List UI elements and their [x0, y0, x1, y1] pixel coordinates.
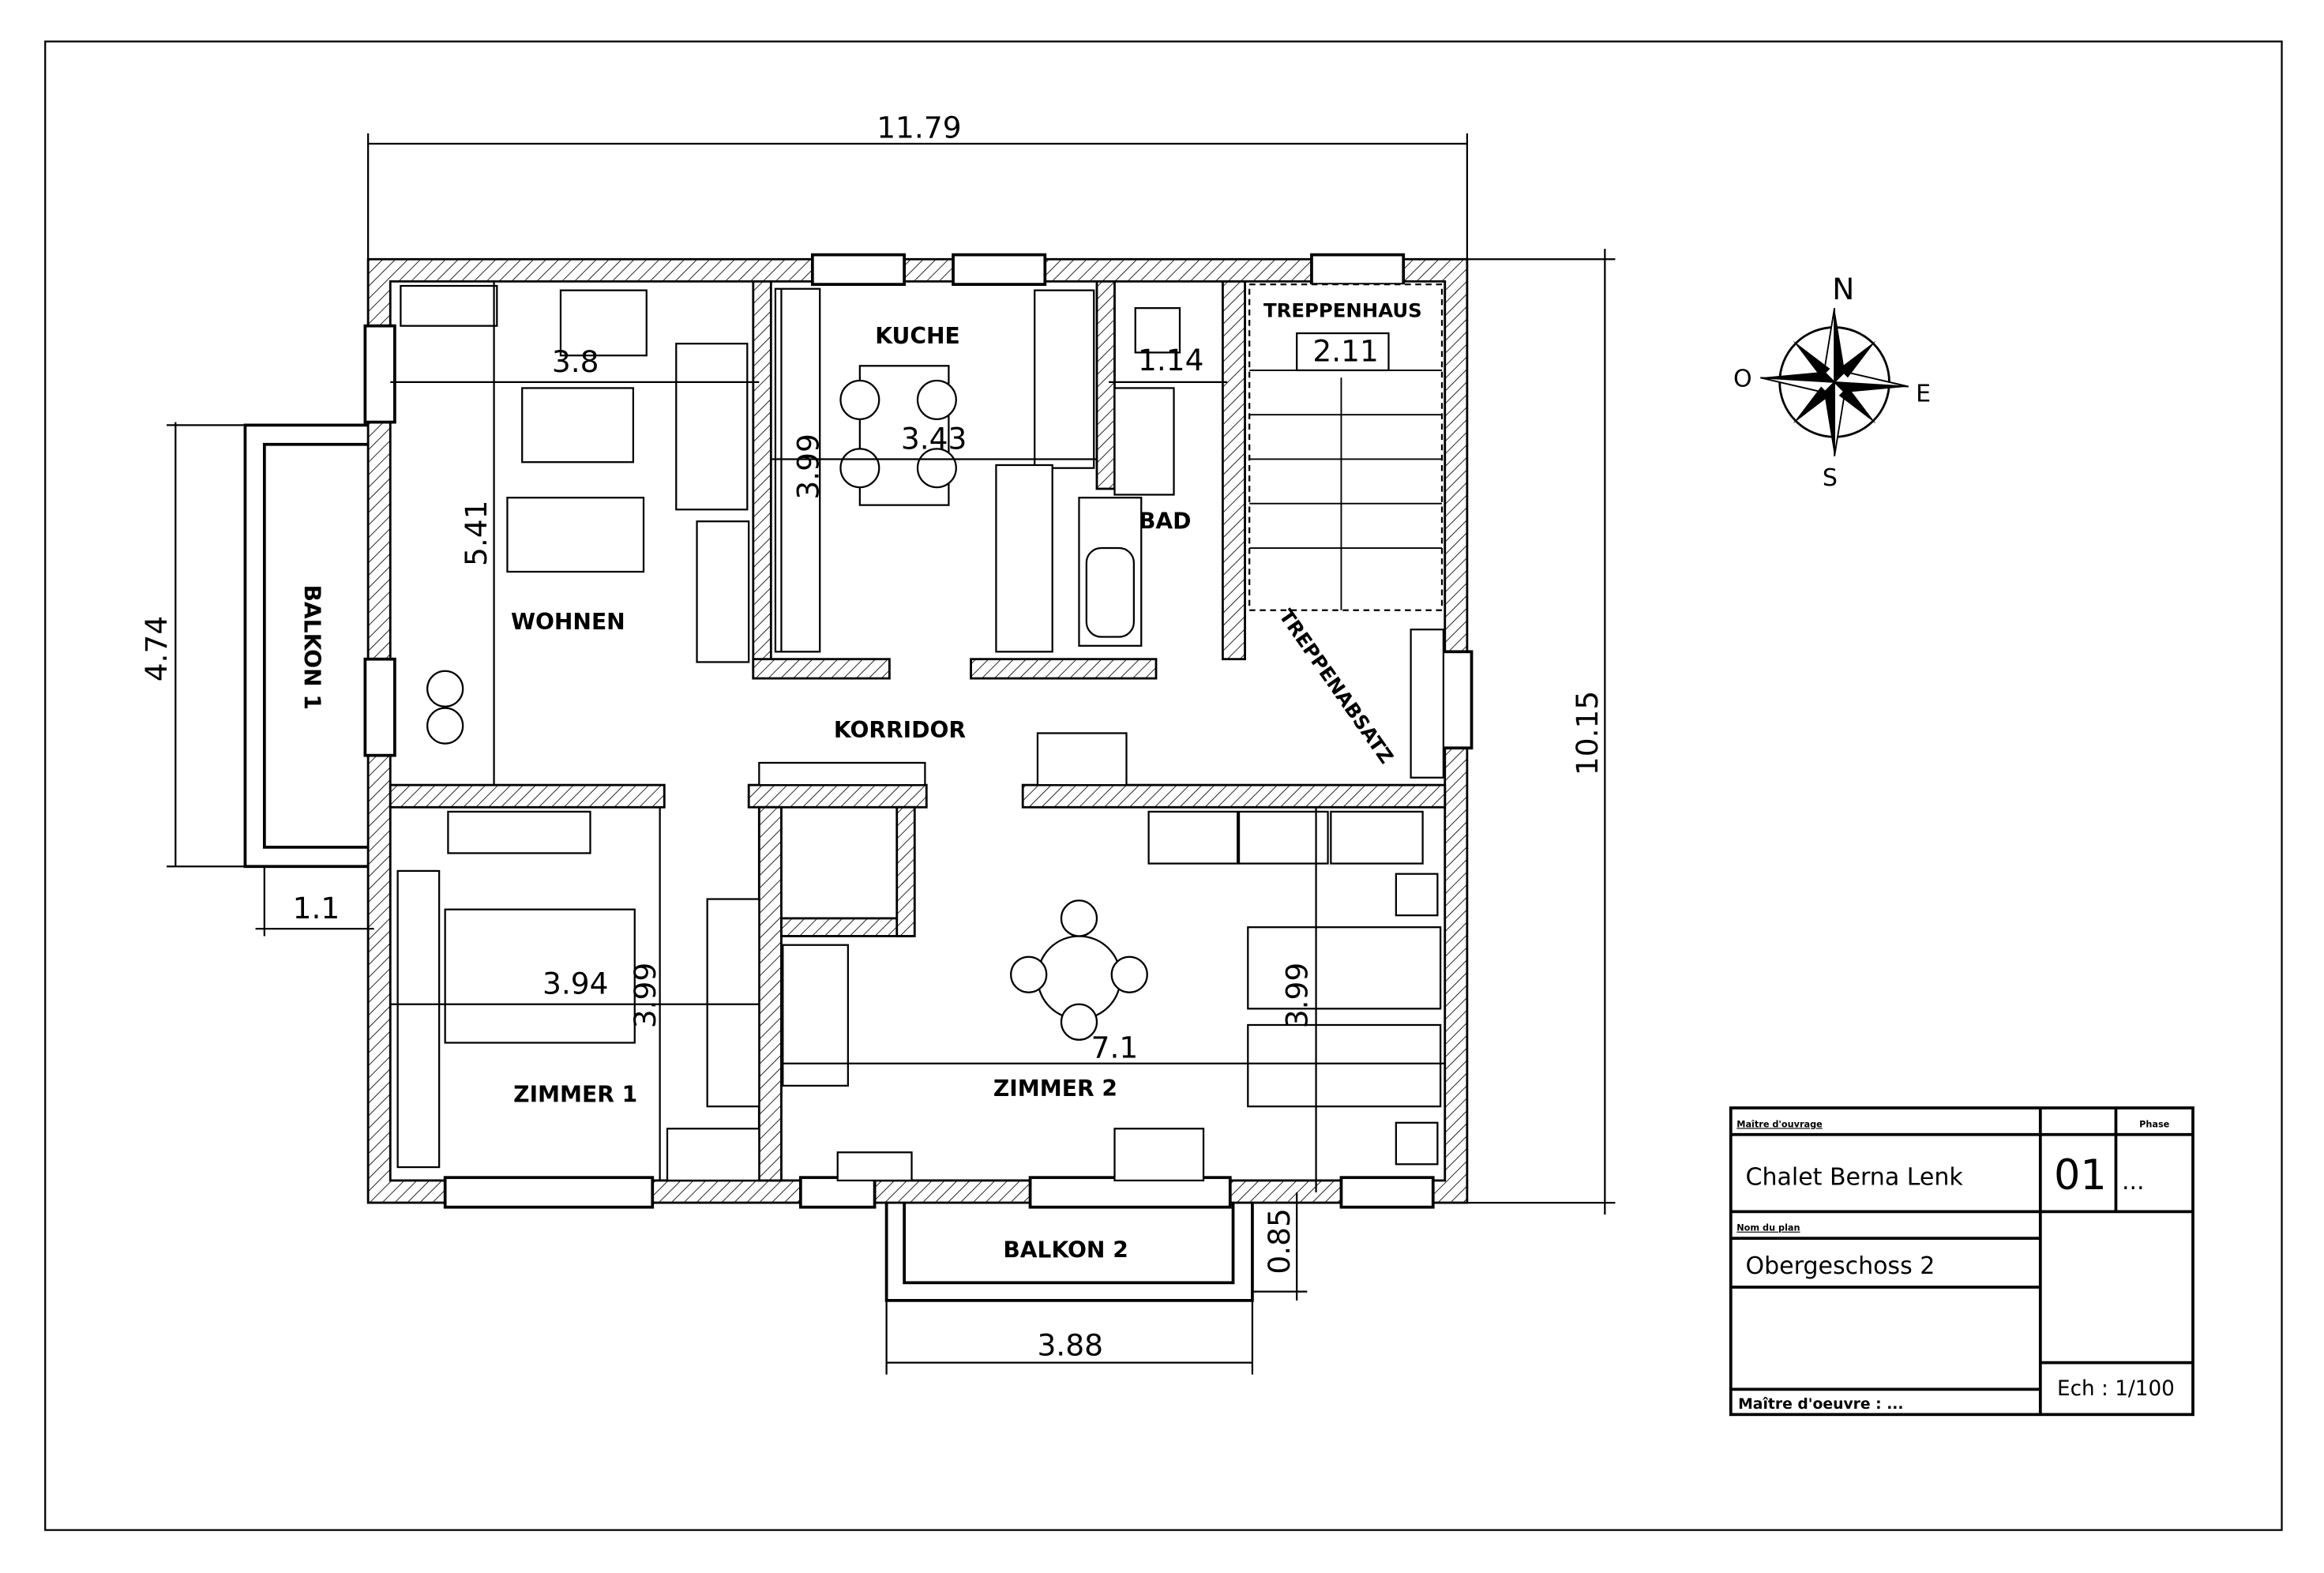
- room-label-korridor: KORRIDOR: [834, 717, 966, 743]
- drawing-frame: [44, 40, 2283, 1531]
- furniture: [396, 283, 1445, 1182]
- balkon-2: [884, 1203, 1254, 1302]
- phase-value: ...: [2122, 1168, 2145, 1196]
- room-label-wohnen: WOHNEN: [511, 609, 625, 635]
- dim-zimmer1-depth: 3.99: [628, 963, 663, 1029]
- dim-wohnen-width: 3.8: [552, 344, 599, 379]
- dim-zimmer1-width: 3.94: [543, 967, 609, 1001]
- dim-bad-width: 1.14: [1138, 343, 1204, 377]
- project-name: Chalet Berna Lenk: [1746, 1164, 1964, 1192]
- balkon-1: [243, 423, 369, 869]
- dimension-labels: 11.79 10.15 4.74 1.1 3.88 0.85 3.8 5.41 …: [139, 110, 1605, 1362]
- dim-kuche-width: 3.43: [901, 421, 967, 456]
- compass-south: S: [1823, 464, 1838, 492]
- dim-treppenhaus-width: 2.11: [1312, 334, 1379, 369]
- title-block: Maître d'ouvrage Chalet Berna Lenk Nom d…: [1729, 1106, 2194, 1417]
- architect: Maître d'oeuvre : ...: [1738, 1396, 1903, 1413]
- scale: Ech : 1/100: [2057, 1377, 2175, 1401]
- room-label-zimmer2: ZIMMER 2: [993, 1076, 1117, 1102]
- room-label-treppenhaus: TREPPENHAUS: [1263, 298, 1422, 321]
- dim-balkon2-length: 3.88: [1037, 1327, 1103, 1362]
- walls: [366, 257, 1469, 1204]
- dim-balkon1-length: 4.74: [139, 616, 174, 682]
- plan-name: Obergeschoss 2: [1746, 1252, 1935, 1280]
- plan-name-label: Nom du plan: [1736, 1223, 1800, 1233]
- dim-kuche-depth: 3.99: [790, 434, 825, 499]
- dim-overall-width: 11.79: [877, 110, 961, 145]
- dim-zimmer2-width: 7.1: [1091, 1030, 1139, 1064]
- room-label-kuche: KUCHE: [875, 323, 960, 349]
- owner-label: Maître d'ouvrage: [1736, 1119, 1823, 1129]
- compass-north: N: [1832, 272, 1854, 306]
- compass-rose-icon: N S E O: [1733, 272, 1931, 492]
- phase-label: Phase: [2139, 1119, 2170, 1129]
- room-label-bad: BAD: [1139, 509, 1192, 535]
- room-label-zimmer1: ZIMMER 1: [513, 1082, 637, 1108]
- dim-balkon1-depth: 1.1: [293, 891, 340, 925]
- sheet-number: 01: [2054, 1151, 2107, 1199]
- room-label-balkon1: BALKON 1: [298, 584, 325, 709]
- dim-balkon2-depth: 0.85: [1262, 1208, 1297, 1275]
- room-label-treppenabsatz: TREPPENABSATZ: [1275, 605, 1398, 768]
- compass-west: O: [1733, 366, 1752, 393]
- compass-east: E: [1916, 380, 1931, 407]
- dim-zimmer2-depth: 3.99: [1279, 963, 1314, 1029]
- room-label-balkon2: BALKON 2: [1003, 1237, 1128, 1263]
- dim-wohnen-depth: 5.41: [459, 501, 494, 566]
- dim-overall-depth: 10.15: [1570, 691, 1605, 775]
- dimension-lines: [167, 133, 1616, 1375]
